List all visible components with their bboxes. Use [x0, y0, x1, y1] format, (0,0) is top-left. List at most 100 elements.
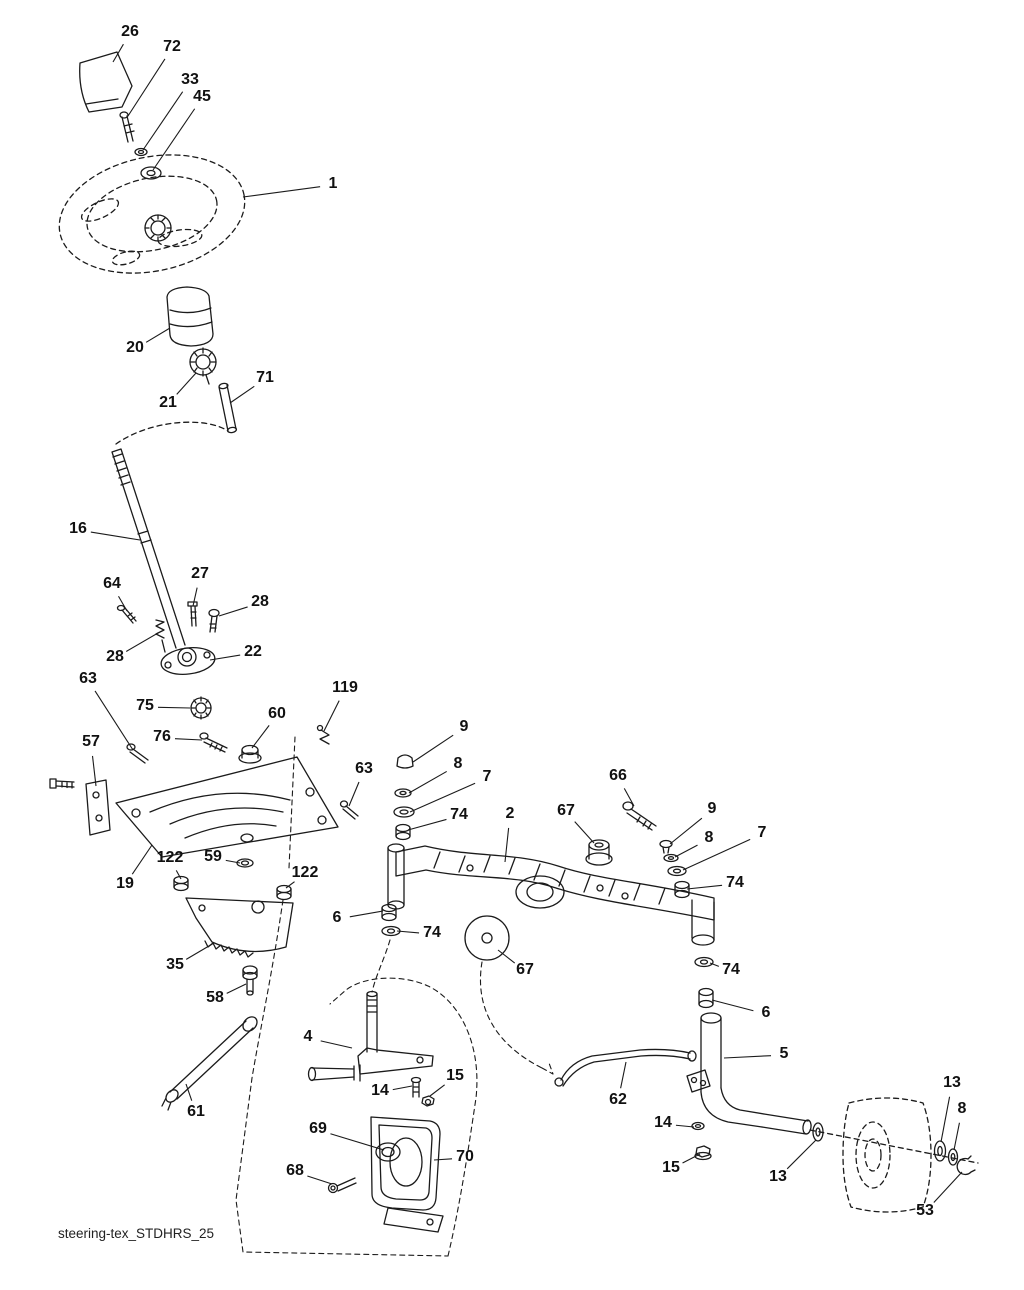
callout-6: 6 — [332, 909, 342, 927]
steering-wheel — [58, 154, 246, 274]
nut-15-left — [421, 1095, 435, 1107]
washer-13-right — [933, 1140, 947, 1162]
callout-20: 20 — [126, 339, 144, 357]
callout-26: 26 — [121, 23, 139, 41]
flange-bearing-22 — [160, 647, 216, 675]
callout-8: 8 — [704, 829, 714, 847]
diagram-filename: steering-tex_STDHRS_25 — [58, 1226, 215, 1241]
spindle-4 — [307, 990, 434, 1082]
bolt-63-far-left — [49, 778, 75, 789]
callout-57: 57 — [82, 733, 100, 751]
bushing-74-right-top — [674, 880, 690, 899]
bolt-64 — [116, 604, 137, 624]
callout-14: 14 — [371, 1082, 389, 1100]
callout-68: 68 — [286, 1162, 304, 1180]
washer-74-right-bottom — [694, 956, 714, 968]
callout-9: 9 — [707, 800, 717, 818]
washer-8-left — [394, 788, 412, 798]
callout-66: 66 — [609, 767, 627, 785]
bushing-122-right — [276, 884, 292, 901]
callout-33: 33 — [181, 71, 199, 89]
callout-61: 61 — [187, 1103, 205, 1121]
cap-9-left — [396, 754, 414, 769]
callout-70: 70 — [456, 1148, 474, 1166]
bolt-66 — [622, 801, 657, 831]
callout-122: 122 — [156, 849, 184, 867]
callout-59: 59 — [204, 848, 222, 866]
callout-63: 63 — [79, 670, 97, 688]
axle-right-tube — [691, 899, 715, 946]
callout-2: 2 — [505, 805, 515, 823]
bolt-68 — [327, 1177, 357, 1194]
callout-28: 28 — [106, 648, 124, 666]
bolt-63-right — [339, 800, 359, 820]
tie-rod-62 — [554, 1048, 697, 1087]
callout-5: 5 — [779, 1045, 789, 1063]
callout-119: 119 — [332, 679, 358, 697]
callout-75: 75 — [136, 697, 154, 715]
callout-1: 1 — [328, 175, 338, 193]
cap-9-right — [659, 839, 673, 854]
washer-7-left — [393, 806, 415, 818]
callout-16: 16 — [69, 520, 87, 538]
bolt-28-right — [208, 608, 220, 633]
callout-6: 6 — [761, 1004, 771, 1022]
bolt-63-left — [126, 743, 149, 764]
callout-63: 63 — [355, 760, 373, 778]
e-ring-53 — [956, 1155, 976, 1176]
splined-bushing-75 — [190, 696, 212, 720]
callout-15: 15 — [662, 1159, 680, 1177]
nut-60 — [238, 744, 262, 764]
callout-8: 8 — [453, 755, 463, 773]
bushing-67-upper — [585, 839, 613, 866]
steering-plate-19 — [115, 756, 339, 858]
axle-beam-2 — [395, 845, 715, 921]
washer-8-far-right — [947, 1148, 959, 1166]
spindle-5 — [686, 1012, 812, 1135]
splined-bushing-21 — [189, 347, 217, 385]
callout-7: 7 — [482, 768, 492, 786]
callout-35: 35 — [166, 956, 184, 974]
washer-33 — [134, 147, 148, 157]
callout-74: 74 — [450, 806, 468, 824]
callout-74: 74 — [722, 961, 740, 979]
keeper-plate-57 — [85, 779, 111, 836]
callout-71: 71 — [256, 369, 274, 387]
alignment-curve-top — [115, 421, 229, 445]
callout-13: 13 — [943, 1074, 961, 1092]
callout-22: 22 — [244, 643, 262, 661]
callout-9: 9 — [459, 718, 469, 736]
callout-15: 15 — [446, 1067, 464, 1085]
pin-71 — [218, 382, 238, 434]
washer-7-right — [667, 865, 687, 877]
callout-7: 7 — [757, 824, 767, 842]
bushing-6-right — [698, 987, 714, 1009]
bolt-27 — [187, 601, 198, 627]
callout-74: 74 — [726, 874, 744, 892]
callout-27: 27 — [191, 565, 209, 583]
callout-122: 122 — [291, 864, 319, 882]
clip-119 — [316, 724, 330, 745]
bushing-122-left — [173, 875, 189, 892]
callout-74: 74 — [423, 924, 441, 942]
callout-8: 8 — [957, 1100, 967, 1118]
bracket-70 — [370, 1116, 444, 1233]
callout-62: 62 — [609, 1091, 627, 1109]
seal-69 — [375, 1142, 401, 1162]
callout-4: 4 — [303, 1028, 313, 1046]
callout-28: 28 — [251, 593, 269, 611]
callout-53: 53 — [916, 1202, 934, 1220]
steering-wheel-hub — [144, 214, 172, 242]
hub-insert-45 — [140, 166, 162, 180]
bolt-76 — [199, 732, 228, 753]
steering-boot-20 — [166, 286, 214, 347]
bolt-14-left — [410, 1076, 422, 1098]
callout-19: 19 — [116, 875, 134, 893]
callout-21: 21 — [159, 394, 177, 412]
steering-shaft-16 — [111, 448, 186, 649]
callout-76: 76 — [153, 728, 171, 746]
washer-13-left — [812, 1122, 824, 1142]
callout-64: 64 — [103, 575, 121, 593]
